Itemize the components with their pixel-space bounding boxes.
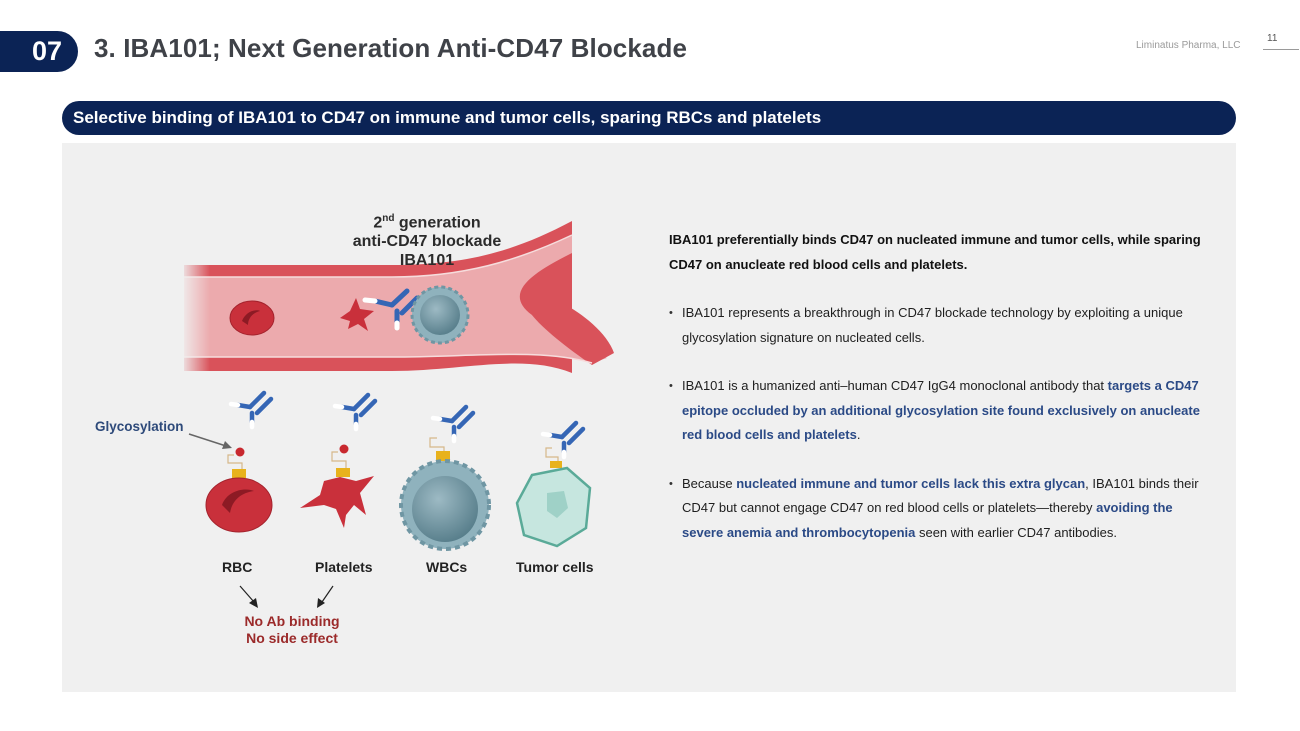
outcome-line2: No side effect <box>246 630 338 646</box>
label-platelets: Platelets <box>315 559 373 575</box>
label-tumor-cells: Tumor cells <box>516 559 594 575</box>
outcome-label: No Ab binding No side effect <box>232 613 352 647</box>
content-panel: 2nd generation anti-CD47 blockade IBA101… <box>62 143 1236 692</box>
label-wbcs: WBCs <box>426 559 468 575</box>
page-title: 3. IBA101; Next Generation Anti-CD47 Blo… <box>94 33 688 63</box>
title-line3: IBA101 <box>399 252 455 270</box>
wbc-cell-icon <box>399 437 491 551</box>
highlighted-text: targets a CD47 epitope occluded by an ad… <box>682 378 1200 442</box>
tumor-cell-icon <box>515 447 592 548</box>
platelet-in-vessel-icon <box>340 298 374 331</box>
illustration-title: 2nd generation anti-CD47 blockade IBA101 <box>292 209 562 270</box>
lead-statement: IBA101 preferentially binds CD47 on nucl… <box>669 232 1201 272</box>
title-ordinal-suffix: nd <box>382 213 395 224</box>
label-rbc: RBC <box>222 559 253 575</box>
free-antibodies <box>228 390 586 460</box>
company-name: Liminatus Pharma, LLC <box>1136 40 1241 51</box>
bullet-text: . <box>856 427 861 442</box>
rbc-cell-icon <box>205 447 273 533</box>
title-ordinal: 2 <box>373 214 383 232</box>
page-number: 11 <box>1263 33 1299 50</box>
bullet-list: IBA101 represents a breakthrough in CD47… <box>669 301 1209 545</box>
mechanism-diagram: 2nd generation anti-CD47 blockade IBA101… <box>62 143 662 692</box>
highlighted-text: nucleated immune and tumor cells lack th… <box>736 475 1086 491</box>
bullet-item: IBA101 is a humanized anti–human CD47 Ig… <box>669 374 1209 448</box>
highlighted-text: avoiding the severe anemia and thrombocy… <box>682 500 1173 540</box>
wbc-in-vessel-icon <box>410 285 470 345</box>
bullet-item: Because nucleated immune and tumor cells… <box>669 472 1209 546</box>
section-number-badge: 07 <box>0 31 78 72</box>
title-line2: anti-CD47 blockade <box>352 233 502 251</box>
bullet-text: Because <box>682 475 737 491</box>
bullet-text: IBA101 is a humanized anti–human CD47 Ig… <box>682 378 1108 393</box>
title-line1: generation <box>394 214 481 232</box>
section-banner: Selective binding of IBA101 to CD47 on i… <box>62 101 1236 135</box>
bullet-item: IBA101 represents a breakthrough in CD47… <box>669 301 1209 350</box>
outcome-line1: No Ab binding <box>244 613 340 629</box>
glycosylation-label: Glycosylation <box>95 419 184 434</box>
outcome-arrows-icon <box>239 585 334 608</box>
bullet-text: IBA101 represents a breakthrough in CD47… <box>682 305 1183 345</box>
bullet-text: seen with earlier CD47 antibodies. <box>915 524 1117 540</box>
antibody-in-vessel-icon <box>362 288 420 331</box>
diagram-artwork <box>180 221 614 608</box>
platelet-cell-icon <box>300 444 374 528</box>
bullet-text: , IBA101 binds their CD47 but cannot eng… <box>682 475 1199 516</box>
section-number: 07 <box>31 36 62 66</box>
banner-text: Selective binding of IBA101 to CD47 on i… <box>73 108 822 127</box>
glycosylation-arrow-icon <box>188 433 232 449</box>
rbc-in-vessel-icon <box>229 300 275 336</box>
description-text: IBA101 preferentially binds CD47 on nucl… <box>669 228 1209 569</box>
